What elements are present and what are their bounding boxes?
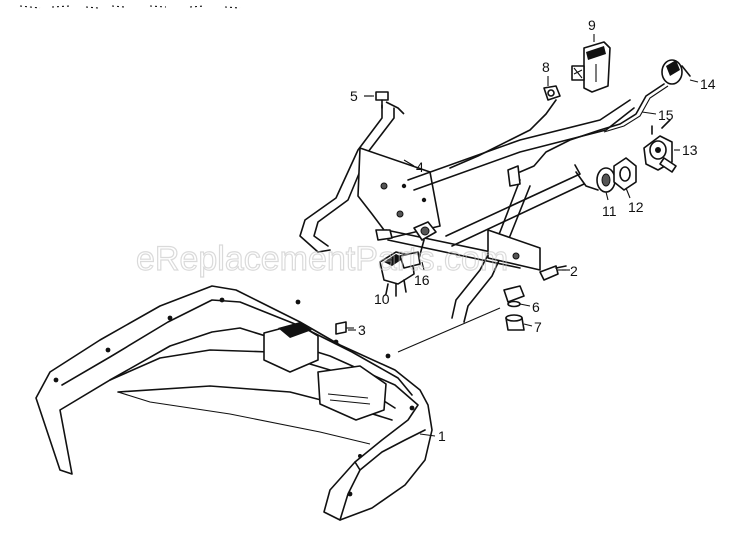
part-bolt-5 (364, 91, 389, 109)
callout-12: 12 (628, 199, 644, 215)
callout-11: 11 (602, 203, 617, 219)
callout-4: 4 (416, 159, 424, 175)
part-washer-6 (503, 285, 525, 308)
part-lever-16 (399, 221, 437, 269)
callout-15: 15 (658, 107, 674, 123)
callout-9: 9 (588, 17, 596, 33)
callout-13: 13 (682, 142, 698, 158)
part-nut-7 (505, 314, 525, 331)
part-screw-3 (335, 321, 354, 335)
scan-artifact (19, 5, 241, 9)
callout-3: 3 (358, 322, 366, 338)
callout-10: 10 (374, 291, 390, 307)
callout-5: 5 (350, 88, 358, 104)
part-connector-9 (571, 41, 611, 93)
callout-2: 2 (570, 263, 578, 279)
leader-lines (348, 34, 699, 437)
part-washer-11 (596, 167, 616, 193)
part-cap-14 (661, 59, 691, 85)
callout-labels: 1 2 3 4 5 6 7 8 9 10 11 12 13 14 15 16 (350, 17, 716, 444)
part-nut-8 (543, 85, 561, 101)
watermark: eReplacementParts.com (136, 240, 508, 278)
callout-16: 16 (414, 272, 430, 288)
part-mounting-bracket (299, 99, 635, 323)
callout-7: 7 (534, 319, 542, 335)
callout-1: 1 (438, 428, 446, 444)
part-key-switch-13 (643, 119, 677, 173)
part-fender-cover (35, 285, 433, 521)
callout-14: 14 (700, 76, 716, 92)
part-wire-harness-15 (449, 83, 669, 191)
part-nut-12 (613, 157, 637, 191)
part-bolt-2 (539, 265, 570, 281)
callout-6: 6 (532, 299, 540, 315)
callout-8: 8 (542, 59, 550, 75)
